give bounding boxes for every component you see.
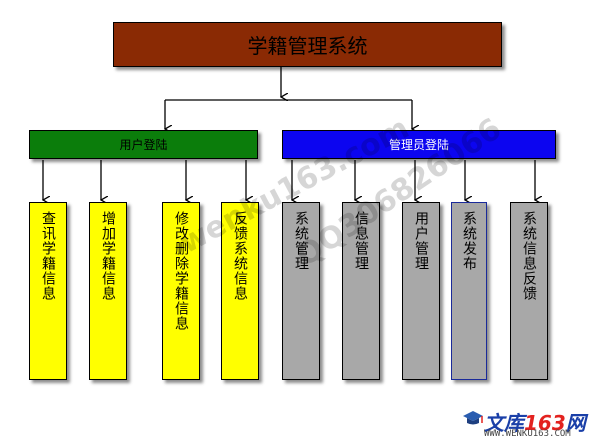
leaf-add-records: 增加学籍信息 [89,202,127,380]
leaf-system-management: 系统管理 [282,202,320,380]
logo-name-suffix: 网 [565,411,586,435]
leaf-label: 系统信息反馈 [521,211,537,301]
logo-name: 文库163网 [484,407,586,436]
leaf-label: 修改删除学籍信息 [173,211,189,331]
leaf-edit-delete-records: 修改删除学籍信息 [162,202,200,380]
leaf-label: 查讯学籍信息 [40,211,56,301]
system-title-box: 学籍管理系统 [113,22,502,67]
logo-name-prefix: 文库 [484,411,524,435]
graduation-cap-icon [463,411,483,425]
leaf-system-publish: 系统发布 [451,202,487,380]
logo-url: WWW.WENKU163.COM [484,429,571,439]
leaf-info-management: 信息管理 [342,202,380,380]
leaf-feedback-system-info: 反馈系统信息 [221,202,259,380]
leaf-label: 反馈系统信息 [232,211,248,301]
leaf-label: 用户管理 [413,211,429,271]
leaf-label: 系统管理 [293,211,309,271]
leaf-system-info-feedback: 系统信息反馈 [510,202,548,380]
leaf-label: 信息管理 [353,211,369,271]
leaf-user-management: 用户管理 [402,202,440,380]
user-login-box: 用户登陆 [29,130,258,159]
wenku163-logo: 文库163网 WWW.WENKU163.COM [462,407,610,441]
admin-login-box: 管理员登陆 [282,130,556,159]
system-title: 学籍管理系统 [247,34,368,58]
logo-name-number: 163 [524,411,566,435]
leaf-query-records: 查讯学籍信息 [29,202,67,380]
user-login-label: 用户登陆 [119,138,168,152]
leaf-label: 系统发布 [461,211,477,271]
admin-login-label: 管理员登陆 [388,138,449,152]
leaf-label: 增加学籍信息 [100,211,116,301]
